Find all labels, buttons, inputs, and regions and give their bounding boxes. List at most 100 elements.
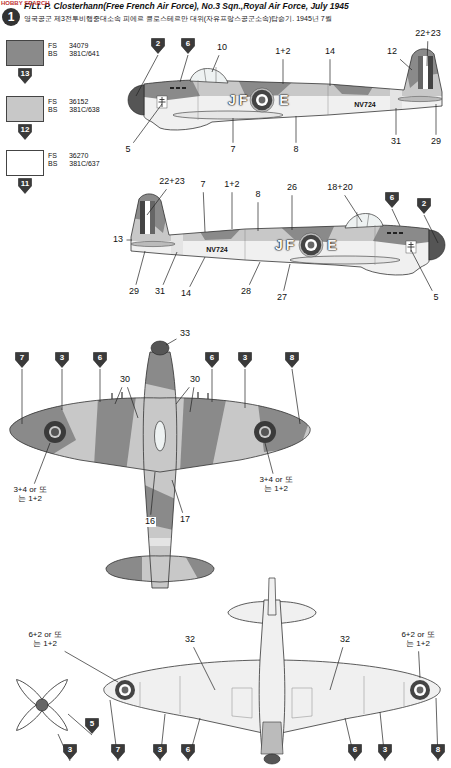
leader-line: [233, 118, 234, 143]
callout-number: 2: [417, 198, 431, 209]
paint-callout: 6: [385, 192, 399, 208]
roundel: [44, 421, 276, 443]
marker-shape: [19, 179, 32, 194]
subtitle: 영국공군 제3전투비행중대소속 피에르 클로스테르만 대위(자유프랑스공군소속)…: [24, 15, 332, 23]
art-shape: [140, 676, 404, 718]
leader-line: [147, 189, 167, 215]
art-shape: [264, 754, 280, 764]
leader-line: [176, 387, 189, 404]
callout-note: 6+2 or 또는 1+2: [27, 631, 63, 649]
callout-number: 22+23: [158, 177, 185, 186]
callout-number: 1+2: [223, 180, 240, 189]
leader-line: [212, 55, 219, 72]
marker-shape: [19, 69, 32, 84]
callout-number: 2: [151, 38, 165, 49]
paint-callout: 11: [18, 178, 32, 194]
art-shape: [106, 556, 214, 582]
callout-number: 3: [63, 744, 77, 755]
marker-shape: [16, 353, 29, 368]
art-shape: [10, 352, 310, 588]
art-shape: [259, 426, 271, 438]
callout-number: 6: [181, 744, 195, 755]
art-shape: [151, 341, 169, 355]
color-code: FS 36270 BS 381C/637: [48, 152, 104, 168]
art-shape: [122, 687, 129, 694]
art-shape: [414, 684, 426, 696]
code-letter: J: [275, 238, 283, 252]
art-shape: [180, 396, 226, 472]
leader-line: [345, 195, 362, 222]
leader-line: [180, 55, 188, 82]
leader-line: [411, 250, 432, 291]
callout-number: 8: [431, 744, 445, 755]
callout-note: 3+4 or 또는 1+2: [258, 476, 294, 494]
callout-number: 27: [276, 293, 288, 302]
leader-line: [194, 647, 215, 690]
paint-callout: 3: [63, 744, 77, 760]
art-shape: [115, 680, 135, 700]
art-shape: [100, 554, 222, 586]
marker-shape: [349, 745, 362, 760]
code-letter: J: [228, 93, 236, 107]
leader-line: [330, 59, 331, 86]
callout-number: 32: [339, 635, 351, 644]
art-shape: [417, 687, 424, 694]
callout-number: 14: [324, 47, 336, 56]
art-shape: [36, 699, 48, 711]
marker-shape: [94, 353, 107, 368]
paint-callout: 6: [93, 352, 107, 368]
callout-number: 5: [124, 145, 131, 154]
art-shape: [119, 684, 131, 696]
art-shape: [94, 396, 136, 472]
art-shape: [112, 392, 208, 399]
callout-number: 7: [229, 145, 236, 154]
callout-number: 11: [18, 178, 32, 189]
leader-line: [127, 387, 138, 418]
art-shape: [140, 538, 180, 546]
callout-number: 28: [240, 287, 252, 296]
marker-shape: [152, 39, 165, 54]
leader-line: [163, 252, 177, 285]
art-shape: [49, 426, 61, 438]
leader-line: [283, 59, 284, 84]
art-shape: [410, 680, 430, 700]
callout-number: 5: [432, 293, 439, 302]
marker-shape: [56, 353, 69, 368]
leader-line: [296, 116, 297, 143]
color-code: FS 34079 BS 381C/641: [48, 42, 104, 58]
art-shape: [10, 352, 310, 588]
callout-number: 10: [216, 43, 228, 52]
art-shape: [155, 421, 166, 451]
callout-number: 30: [189, 375, 201, 384]
propeller: [13, 676, 71, 734]
art-shape: [140, 676, 404, 714]
callout-number: 33: [179, 329, 191, 338]
leader-line: [292, 369, 300, 424]
marker-shape: [432, 745, 445, 760]
paint-callout: 6: [348, 744, 362, 760]
code-letter: E: [327, 238, 336, 252]
paint-callout: 5: [85, 718, 99, 734]
color-code: FS 36152 BS 381C/638: [48, 98, 104, 114]
callout-number: 12: [386, 47, 398, 56]
color-swatch: [6, 150, 44, 176]
marker-shape: [154, 745, 167, 760]
marker-shape: [379, 745, 392, 760]
paint-callout: 2: [151, 38, 165, 54]
leader-line: [419, 651, 420, 678]
serial-number: NV724: [354, 101, 375, 108]
marker-shape: [386, 193, 399, 208]
leader-line: [292, 195, 293, 230]
marker-shape: [206, 353, 219, 368]
leader-line: [65, 651, 118, 682]
code-letter: F: [286, 238, 295, 252]
marker-shape: [64, 745, 77, 760]
callout-number: 29: [430, 137, 442, 146]
paint-callout: 12: [18, 124, 32, 140]
leader-line: [115, 387, 122, 404]
callout-number: 3: [55, 352, 69, 363]
art-shape: [143, 352, 177, 588]
art-shape: [8, 348, 312, 586]
color-swatch: [6, 40, 44, 66]
